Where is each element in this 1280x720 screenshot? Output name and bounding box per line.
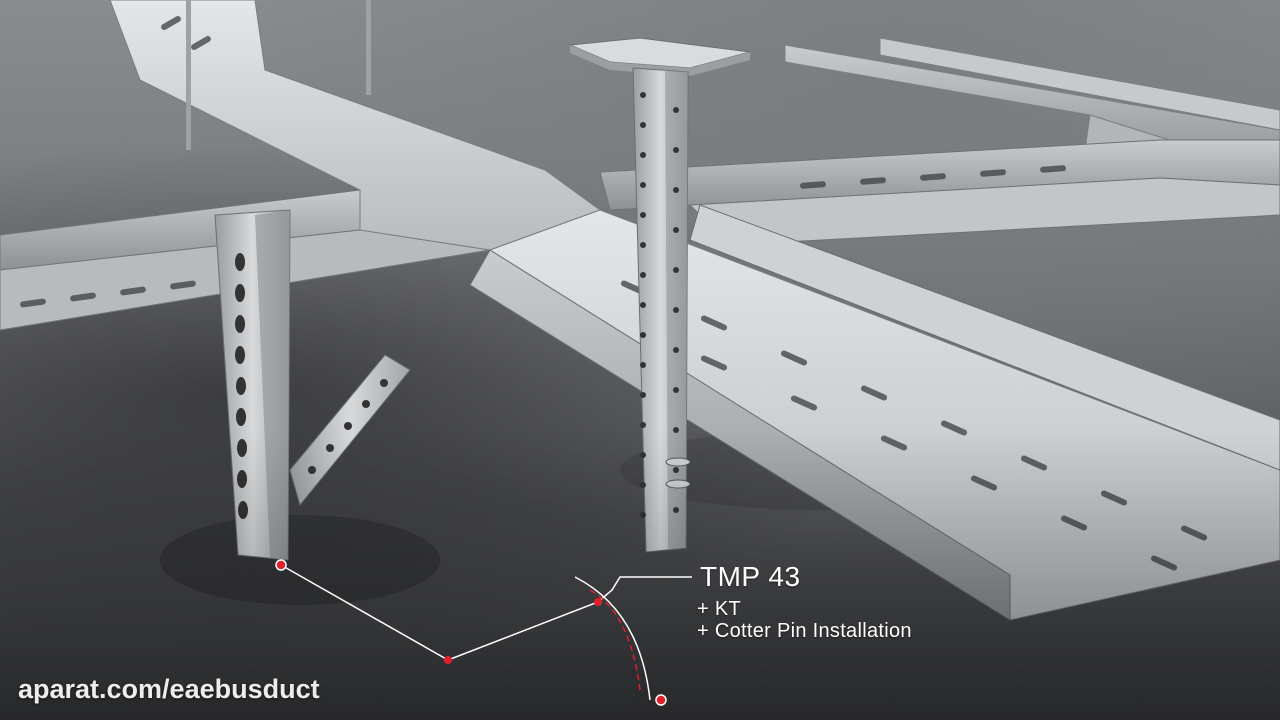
callout-point [444,656,452,664]
watermark-text: aparat.com/eaebusduct [18,674,320,704]
callout-point [655,694,667,706]
annotation-line-cotter-pin: + Cotter Pin Installation [697,620,912,642]
callout-point [275,559,287,571]
callout-point [594,598,602,606]
callout-leader [275,559,692,706]
annotation-line-kt: + KT [697,598,741,620]
floor-gradient [0,430,1280,720]
threaded-rods [186,0,371,150]
annotation-title: TMP 43 [700,561,801,592]
